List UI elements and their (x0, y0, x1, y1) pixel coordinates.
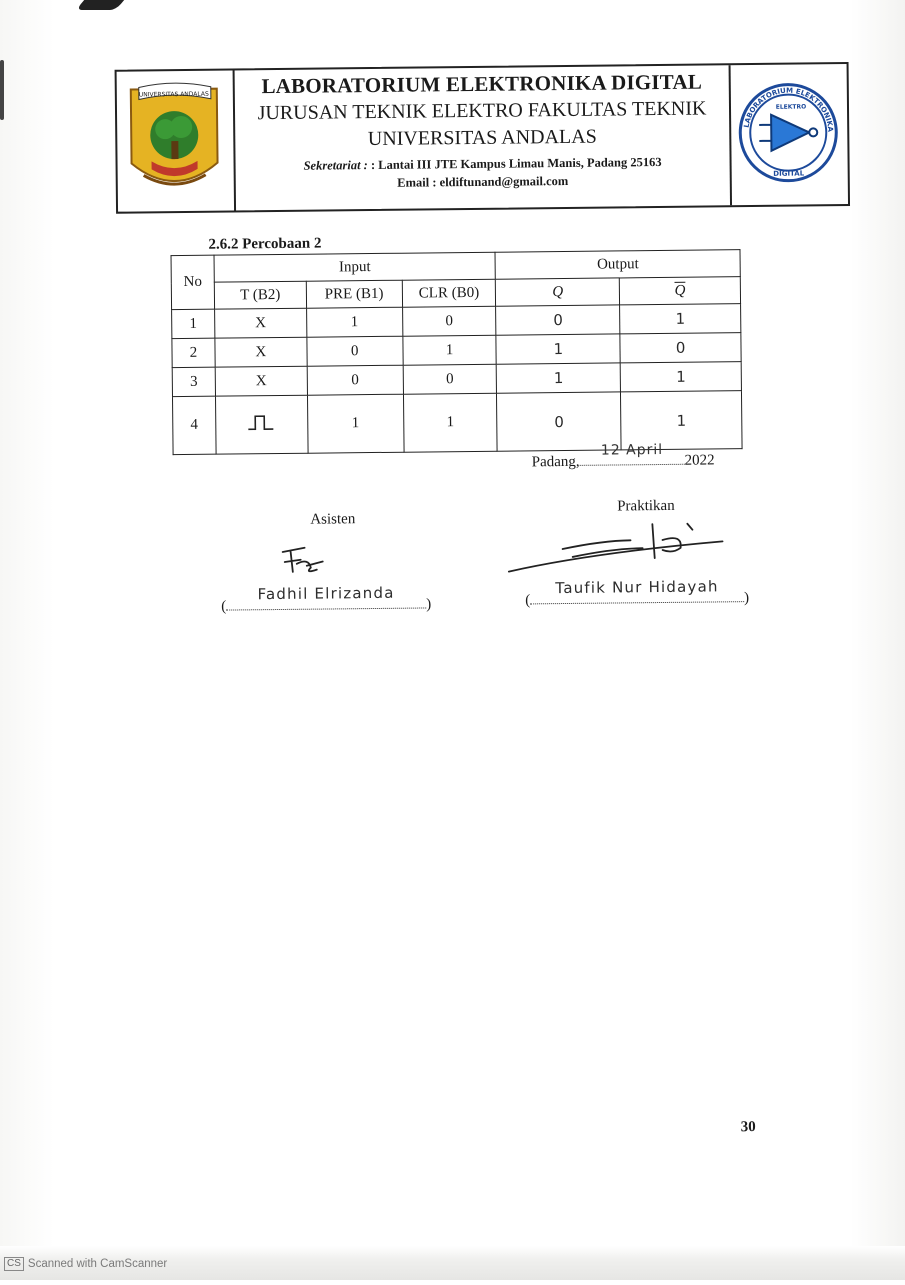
header-clr: CLR (B0) (402, 279, 496, 307)
cell-pre: 0 (307, 365, 403, 395)
asisten-name-line: (Fadhil Elrizanda) (221, 591, 431, 615)
asisten-label: Asisten (310, 511, 355, 528)
praktikan-signature (502, 517, 743, 582)
cell-q: 1 (497, 363, 621, 393)
cell-t: X (215, 308, 307, 338)
asisten-signature (279, 541, 331, 582)
cell-clr: 1 (402, 335, 496, 365)
address-label: Sekretariat : (303, 158, 367, 173)
header-output-group: Output (495, 250, 740, 280)
lab-title: LABORATORIUM ELEKTRONIKA DIGITAL (235, 69, 729, 99)
camscanner-logo-icon: CS (4, 1257, 24, 1271)
clock-pulse-icon (247, 413, 277, 431)
secretariat-address: Sekretariat : : Lantai III JTE Kampus Li… (236, 154, 730, 174)
date-handwritten: 12 April (579, 442, 684, 459)
header-q: Q (496, 278, 620, 306)
lab-logo-inner-text: ELEKTRO (776, 103, 807, 110)
cell-t: X (215, 366, 307, 396)
cell-no: 2 (172, 338, 215, 367)
address-text: : Lantai III JTE Kampus Limau Manis, Pad… (371, 155, 662, 172)
logo-banner-text: UNIVERSITAS ANDALAS (139, 91, 209, 99)
camscanner-watermark: CS Scanned with CamScanner (4, 1257, 167, 1271)
cell-clr: 0 (402, 306, 496, 336)
letterhead: UNIVERSITAS ANDALAS LABORATORIUM ELEKTRO… (115, 62, 850, 214)
praktikan-label: Praktikan (617, 498, 675, 516)
cell-q-bar: 1 (620, 362, 741, 392)
cell-clr: 0 (403, 364, 497, 394)
cell-q-bar: 0 (620, 333, 741, 363)
cell-q-bar: 1 (620, 304, 741, 334)
header-q-bar: Q (619, 277, 740, 305)
lab-logo: LABORATORIUM ELEKTRONIKA DIGITAL ELEKTRO (729, 64, 848, 205)
cell-pre: 0 (307, 336, 403, 366)
department-name: JURUSAN TEKNIK ELEKTRO FAKULTAS TEKNIK (235, 96, 729, 126)
watermark-text: Scanned with CamScanner (28, 1258, 167, 1270)
cell-no: 1 (172, 309, 215, 338)
cell-no: 3 (172, 367, 215, 396)
cell-pre: 1 (306, 307, 402, 337)
header-t: T (B2) (214, 281, 306, 309)
cell-no: 4 (172, 396, 216, 454)
praktikan-name-line: (Taufik Nur Hidayah) (525, 585, 749, 609)
asisten-name: Fadhil Elrizanda (226, 583, 426, 603)
cell-q: 1 (496, 334, 620, 364)
header-no: No (171, 255, 215, 309)
date-year: 2022 (685, 452, 715, 468)
cell-clr: 1 (403, 393, 497, 452)
truth-table: No Input Output T (B2) PRE (B1) CLR (B0)… (171, 249, 743, 455)
header-input-group: Input (214, 252, 496, 282)
cell-t: X (215, 337, 307, 367)
praktikan-name: Taufik Nur Hidayah (530, 577, 744, 597)
cell-q: 0 (496, 305, 620, 335)
header-pre: PRE (B1) (306, 280, 402, 308)
section-title: 2.6.2 Percobaan 2 (208, 236, 321, 254)
university-emblem-icon: UNIVERSITAS ANDALAS (117, 70, 232, 211)
page-number: 30 (741, 1119, 756, 1136)
university-logo: UNIVERSITAS ANDALAS (117, 70, 236, 211)
university-name: UNIVERSITAS ANDALAS (235, 123, 729, 153)
cell-pre: 1 (307, 394, 403, 453)
lab-emblem-icon: LABORATORIUM ELEKTRONIKA DIGITAL ELEKTRO (731, 64, 846, 205)
lab-logo-bottom-text: DIGITAL (773, 169, 804, 177)
lab-email: Email : eldiftunand@gmail.com (236, 172, 730, 192)
date-place: Padang, (532, 454, 580, 471)
cell-t-clock (215, 395, 307, 454)
